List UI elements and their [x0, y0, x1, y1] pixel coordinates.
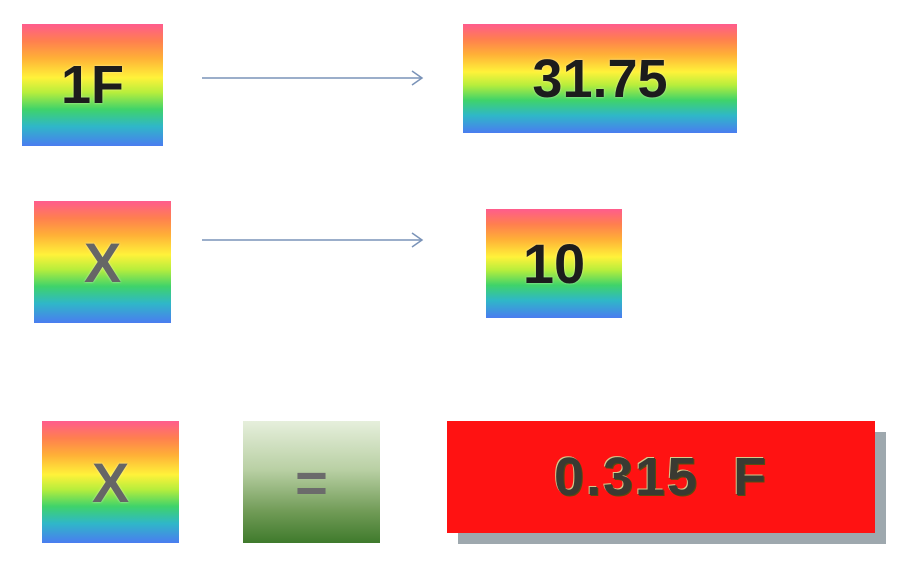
left-value-1f: 1F	[60, 55, 125, 115]
arrow-right-icon	[202, 70, 424, 86]
result-value: 0.315 F	[553, 447, 769, 507]
result-box: 0.315 F	[447, 421, 875, 533]
right-value-3175: 31.75	[532, 48, 668, 109]
equals-box: =	[243, 421, 380, 543]
left-value-x: X	[83, 230, 122, 294]
equation-x-box: X	[42, 421, 179, 543]
right-value-box-10: 10	[486, 209, 622, 318]
right-value-10: 10	[522, 232, 586, 295]
equation-x: X	[91, 450, 130, 514]
equals-sign: =	[295, 450, 328, 514]
right-value-box-3175: 31.75	[463, 24, 737, 133]
left-value-box-1f: 1F	[22, 24, 163, 146]
arrow-right-icon	[202, 232, 424, 248]
left-value-box-x: X	[34, 201, 171, 323]
